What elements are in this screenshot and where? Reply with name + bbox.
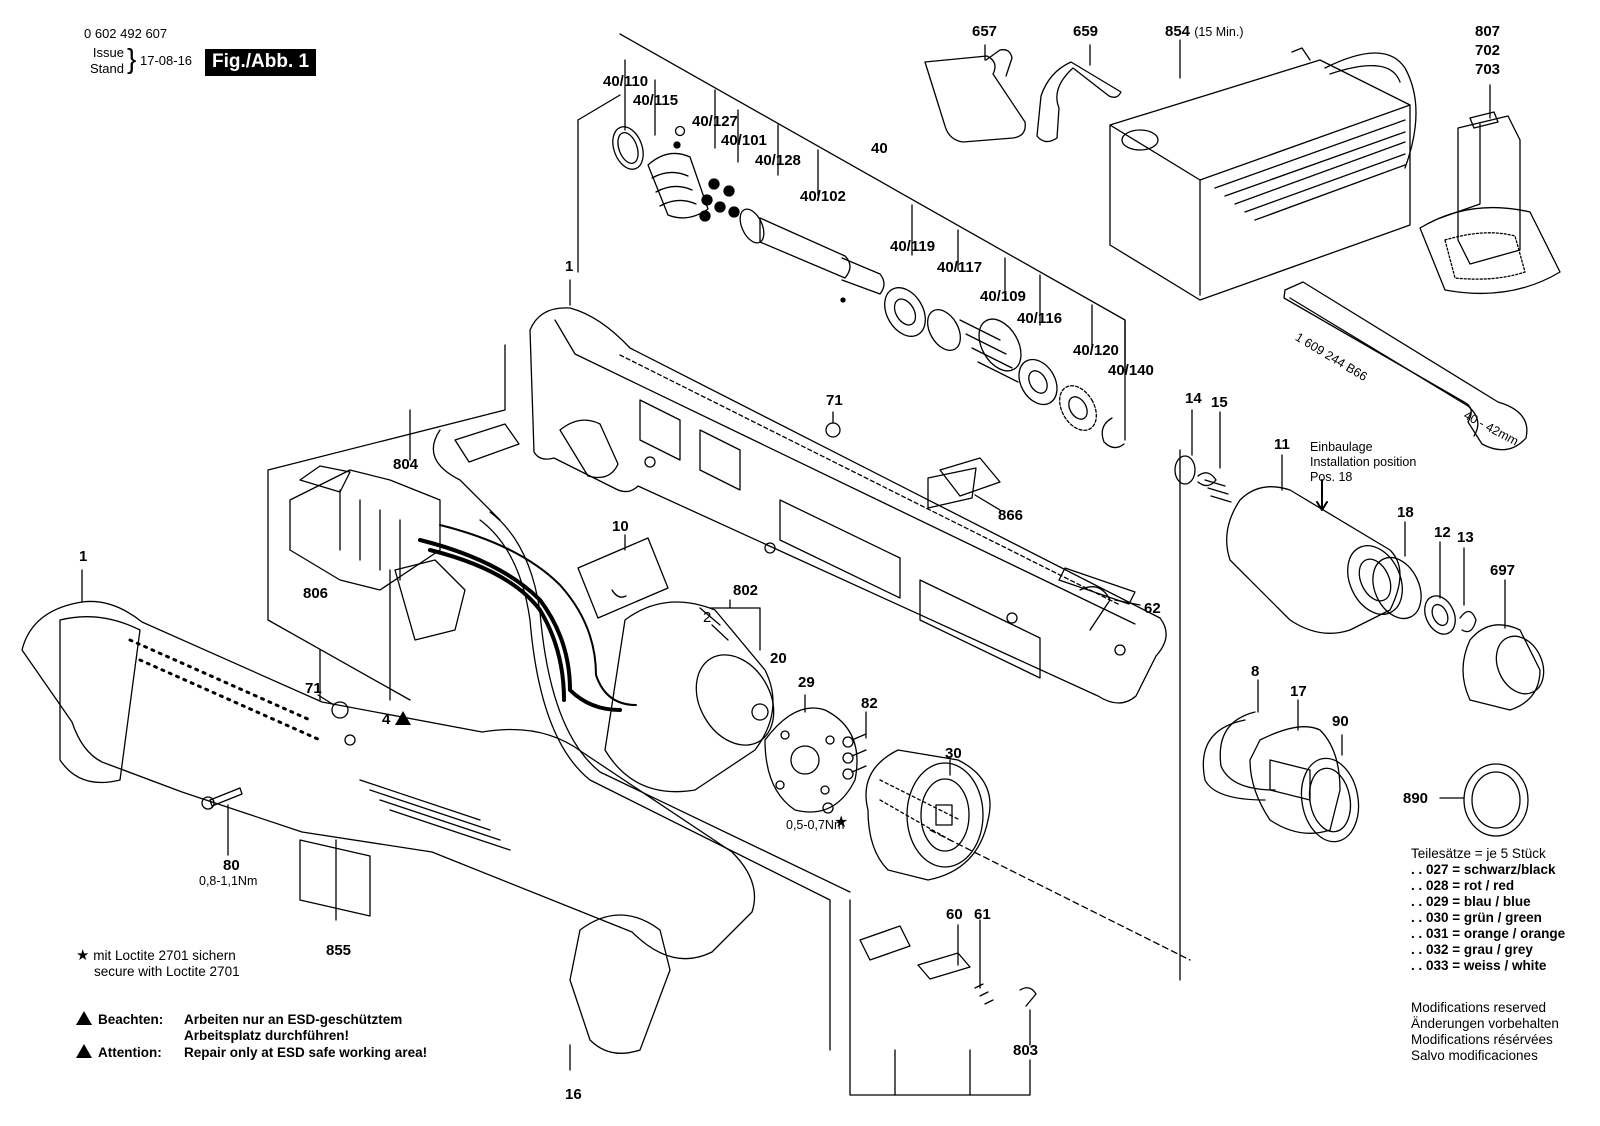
- part-set-item: . . 031 = orange / orange: [1411, 926, 1566, 941]
- part-set-item: . . 032 = grau / grey: [1411, 942, 1533, 957]
- part-label-29: 29: [798, 674, 815, 691]
- part-label-1-top: 1: [565, 258, 574, 275]
- part-label-62: 62: [1144, 600, 1161, 617]
- torque-82: 0,5-0,7Nm: [786, 818, 845, 832]
- esd-de-line2: Arbeitsplatz durchführen!: [184, 1028, 350, 1043]
- part-label-807: 807: [1475, 23, 1501, 40]
- stand-label: Stand: [90, 61, 124, 76]
- esd-warning-icon: [394, 711, 411, 725]
- modifications-line: Modifications résérvées: [1411, 1032, 1553, 1047]
- part-sets-title: Teilesätze = je 5 Stück: [1411, 846, 1546, 861]
- part-label-4: 4: [382, 711, 417, 728]
- part-set-item: . . 028 = rot / red: [1411, 878, 1515, 893]
- warning-triangle-icon: [76, 1044, 92, 1058]
- part-label-697: 697: [1490, 562, 1516, 579]
- part-label-82: 82: [861, 695, 878, 712]
- part-set-item: . . 029 = blau / blue: [1411, 894, 1531, 909]
- loctite-note-en: secure with Loctite 2701: [94, 964, 240, 979]
- part-label-890: 890: [1403, 790, 1429, 807]
- installation-note: Einbaulage Installation position Pos. 18: [1310, 440, 1416, 485]
- part-label-17: 17: [1290, 683, 1307, 700]
- part-label-40-120: 40/120: [1073, 342, 1119, 359]
- part-label-2: 2: [703, 609, 712, 626]
- part-label-40-102: 40/102: [800, 188, 846, 205]
- modifications-line: Änderungen vorbehalten: [1411, 1016, 1559, 1031]
- part-set-item: . . 027 = schwarz/black: [1411, 862, 1556, 877]
- part-number: 0 602 492 607: [84, 26, 168, 41]
- warning-triangle-icon: [76, 1011, 92, 1025]
- loctite-note: ★ mit Loctite 2701 sichern secure with L…: [76, 948, 240, 980]
- part-label-802: 802: [733, 582, 759, 599]
- modifications-note: Modifications reserved Änderungen vorbeh…: [1411, 1000, 1559, 1064]
- part-label-16: 16: [565, 1086, 582, 1103]
- part-label-659: 659: [1073, 23, 1099, 40]
- part-label-803: 803: [1013, 1042, 1039, 1059]
- part-label-804: 804: [393, 456, 419, 473]
- part-label-71-left: 71: [305, 680, 322, 697]
- part-label-657: 657: [972, 23, 998, 40]
- part-label-20: 20: [770, 650, 787, 667]
- installation-note-pos: Pos. 18: [1310, 470, 1353, 484]
- part-label-40-128: 40/128: [755, 152, 801, 169]
- part-set-item: . . 030 = grün / green: [1411, 910, 1542, 925]
- issue-date: 17-08-16: [140, 53, 193, 68]
- part-label-40-117: 40/117: [937, 259, 983, 276]
- part-label-40-110: 40/110: [603, 73, 649, 90]
- loctite-note-de: mit Loctite 2701 sichern: [93, 948, 236, 963]
- part-label-806: 806: [303, 585, 329, 602]
- installation-note-de: Einbaulage: [1310, 440, 1373, 454]
- bracket-glyph: }: [127, 43, 137, 74]
- part-sets: Teilesätze = je 5 Stück . . 027 = schwar…: [1411, 846, 1565, 974]
- part-label-15: 15: [1211, 394, 1228, 411]
- loctite-star-icon: ★: [834, 814, 849, 831]
- modifications-line: Salvo modificaciones: [1411, 1048, 1538, 1063]
- part-label-60: 60: [946, 906, 963, 923]
- esd-en-label: Attention:: [98, 1045, 162, 1060]
- part-label-703: 703: [1475, 61, 1501, 78]
- part-set-item: . . 033 = weiss / white: [1411, 958, 1547, 973]
- part-label-1-left: 1: [79, 548, 88, 565]
- part-label-854: 854 (15 Min.): [1165, 23, 1244, 40]
- part-label-30: 30: [945, 745, 962, 762]
- part-label-702: 702: [1475, 42, 1501, 59]
- esd-de-line1: Arbeiten nur an ESD-geschütztem: [184, 1012, 403, 1027]
- part-label-40-119: 40/119: [890, 238, 936, 255]
- part-label-855: 855: [326, 942, 352, 959]
- part-label-13: 13: [1457, 529, 1474, 546]
- issue-label: Issue: [92, 45, 124, 60]
- part-label-90: 90: [1332, 713, 1349, 730]
- part-label-866: 866: [998, 507, 1024, 524]
- part-label-40-115: 40/115: [633, 92, 679, 109]
- part-label-10: 10: [612, 518, 629, 535]
- part-label-40-101: 40/101: [721, 132, 767, 149]
- installation-note-en: Installation position: [1310, 455, 1417, 469]
- part-label-8: 8: [1251, 663, 1260, 680]
- part-label-11: 11: [1274, 436, 1290, 453]
- part-label-14: 14: [1185, 390, 1202, 407]
- modifications-line: Modifications reserved: [1411, 1000, 1547, 1015]
- figure-badge: Fig./Abb. 1: [205, 49, 317, 76]
- part-label-80: 80: [223, 857, 240, 874]
- part-label-61: 61: [974, 906, 991, 923]
- part-label-18: 18: [1397, 504, 1414, 521]
- part-label-40-140: 40/140: [1108, 362, 1154, 379]
- star-icon: ★: [76, 947, 90, 964]
- part-label-40-116: 40/116: [1017, 310, 1063, 327]
- part-label-40: 40: [871, 140, 888, 157]
- torque-80: 0,8-1,1Nm: [199, 874, 258, 888]
- esd-de-label: Beachten:: [98, 1012, 164, 1027]
- part-label-40-127: 40/127: [692, 113, 738, 130]
- esd-en-line1: Repair only at ESD safe working area!: [184, 1045, 428, 1060]
- part-label-12: 12: [1434, 524, 1451, 541]
- part-label-40-109: 40/109: [980, 288, 1026, 305]
- part-label-71-top: 71: [826, 392, 843, 409]
- esd-note: Beachten: Arbeiten nur an ESD-geschütztem…: [76, 1011, 427, 1061]
